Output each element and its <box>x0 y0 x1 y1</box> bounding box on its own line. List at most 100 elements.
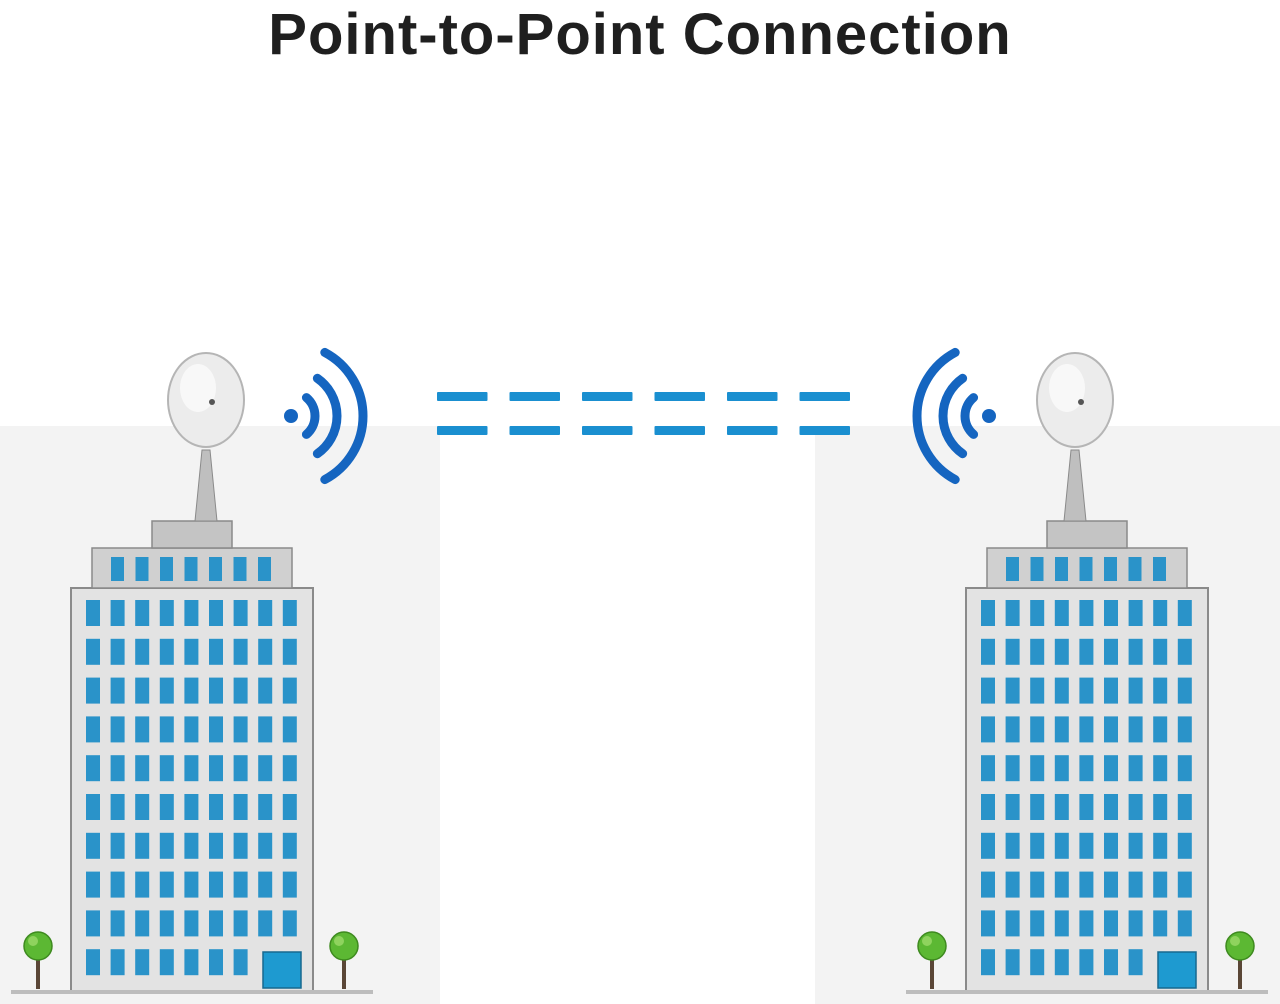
window <box>209 949 223 976</box>
window <box>86 794 100 820</box>
window <box>258 677 273 704</box>
window <box>135 677 150 704</box>
window <box>184 794 199 820</box>
window <box>1153 794 1168 820</box>
window <box>110 716 125 743</box>
window <box>1177 910 1192 937</box>
wifi-signal-icon <box>284 347 368 485</box>
window <box>86 716 100 743</box>
window <box>1104 949 1118 976</box>
window <box>159 600 174 626</box>
window <box>1153 557 1166 581</box>
window <box>159 949 174 976</box>
window <box>1128 871 1143 898</box>
tree-trunk <box>1238 955 1242 989</box>
window <box>258 557 271 581</box>
tree-icon <box>329 931 359 961</box>
window <box>1054 716 1069 743</box>
link-dash <box>582 426 633 435</box>
window <box>233 600 248 626</box>
signal-arc <box>301 393 320 439</box>
window <box>159 910 174 937</box>
window <box>1153 677 1168 704</box>
window <box>184 832 199 859</box>
window <box>1177 716 1192 743</box>
window <box>1104 600 1118 626</box>
window <box>86 832 100 859</box>
window <box>282 871 297 898</box>
window <box>184 638 199 665</box>
window <box>209 755 223 782</box>
window <box>160 557 173 581</box>
window <box>282 755 297 782</box>
window <box>110 949 125 976</box>
window <box>135 832 150 859</box>
window <box>184 949 199 976</box>
window <box>981 638 995 665</box>
window <box>233 832 248 859</box>
window <box>1005 910 1020 937</box>
window <box>1177 871 1192 898</box>
window <box>110 755 125 782</box>
window <box>233 716 248 743</box>
window <box>1030 871 1045 898</box>
window <box>1079 755 1094 782</box>
window <box>159 871 174 898</box>
page-title: Point-to-Point Connection <box>268 2 1012 67</box>
window <box>209 832 223 859</box>
tree-trunk <box>342 955 346 989</box>
tree-highlight <box>334 936 344 946</box>
right-building <box>906 520 1268 994</box>
antenna-mast <box>1063 449 1087 522</box>
window <box>1054 832 1069 859</box>
window <box>1128 557 1142 581</box>
window <box>135 871 150 898</box>
window <box>86 677 100 704</box>
window <box>1177 638 1192 665</box>
window <box>1054 949 1069 976</box>
window <box>1030 716 1045 743</box>
signal-dot <box>284 409 298 423</box>
link-dash <box>437 392 488 401</box>
signal-arc <box>912 347 960 485</box>
window <box>981 832 995 859</box>
window <box>282 600 297 626</box>
window <box>282 638 297 665</box>
window <box>1128 910 1143 937</box>
window <box>1054 755 1069 782</box>
window <box>135 910 150 937</box>
link-dash <box>509 426 560 435</box>
window <box>159 677 174 704</box>
window <box>86 600 100 626</box>
window <box>1005 677 1020 704</box>
window <box>1030 832 1045 859</box>
window <box>1153 832 1168 859</box>
window <box>1128 638 1143 665</box>
window <box>1177 794 1192 820</box>
window <box>1030 677 1045 704</box>
window <box>1079 557 1093 581</box>
window <box>233 910 248 937</box>
window <box>1054 910 1069 937</box>
window <box>209 910 223 937</box>
building-door <box>262 951 302 989</box>
window <box>1079 910 1094 937</box>
window <box>1005 949 1020 976</box>
window <box>1030 910 1045 937</box>
window <box>86 638 100 665</box>
signal-arc <box>320 347 368 485</box>
antenna-mast <box>194 449 218 522</box>
window <box>258 755 273 782</box>
window <box>86 871 100 898</box>
window <box>1104 794 1118 820</box>
window <box>86 949 100 976</box>
window <box>1055 557 1068 581</box>
window <box>1030 638 1045 665</box>
window <box>110 871 125 898</box>
satellite-dish-icon <box>1036 352 1114 522</box>
wireless-link <box>437 392 850 435</box>
ground-line <box>906 990 1268 994</box>
window <box>110 677 125 704</box>
